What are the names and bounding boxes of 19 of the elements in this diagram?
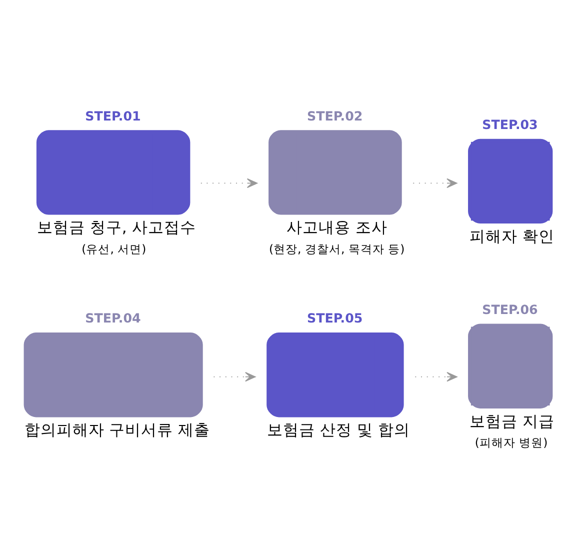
node-label: 피해자 확인: [469, 227, 554, 246]
node-label: 사고내용 조사: [286, 218, 388, 237]
arrow: [200, 178, 258, 188]
node-label: 보험금 산정 및 합의: [267, 421, 410, 440]
node-label: 보험금 지급: [469, 412, 554, 430]
node-label: STEP.01: [85, 108, 141, 124]
arrow: [412, 178, 458, 188]
node-label: STEP.04: [85, 310, 141, 326]
node-label: STEP.06: [482, 302, 538, 317]
node-label: (현장, 경찰서, 목격자 등): [269, 242, 405, 256]
node-label: 합의피해자 구비서류 제출: [24, 421, 210, 440]
arrow: [213, 372, 256, 382]
node-label: 보험금 청구, 사고접수: [36, 218, 196, 237]
node-label: STEP.02: [306, 108, 363, 124]
node-label: (피해자 병원): [474, 436, 548, 450]
node-label: STEP.03: [482, 117, 538, 132]
node-label: (유선, 서면): [82, 242, 146, 256]
arrow: [414, 372, 458, 382]
node-label: STEP.05: [306, 310, 363, 326]
